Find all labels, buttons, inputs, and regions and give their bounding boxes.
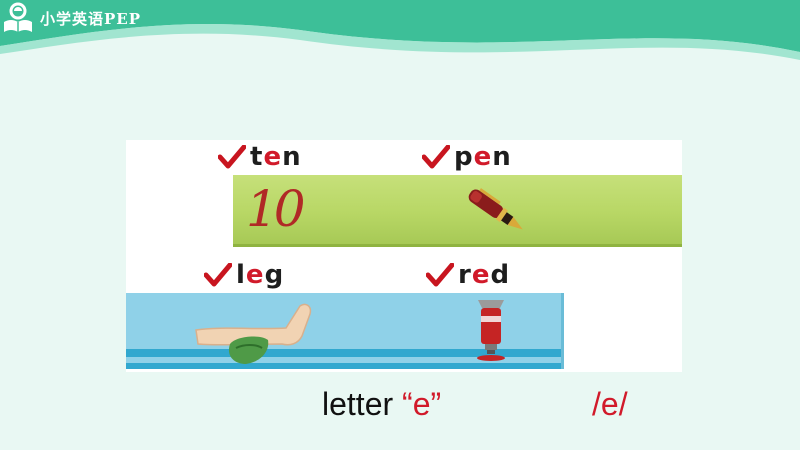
- caption-text: letter: [322, 386, 403, 422]
- caption-letter: “e”: [402, 386, 442, 422]
- word-pen-prefix: p: [454, 142, 474, 172]
- word-red-vowel: e: [471, 260, 491, 290]
- word-leg-suffix: g: [264, 260, 285, 290]
- word-leg-vowel: e: [245, 260, 265, 290]
- checkmark-icon: [422, 145, 450, 169]
- brand-title: 小学英语PEP: [40, 10, 141, 28]
- book-logo-icon: [4, 2, 32, 32]
- letter-caption: letter “e”: [322, 386, 441, 423]
- word-ten-prefix: t: [250, 142, 264, 172]
- header-wave: [0, 0, 800, 60]
- checkmark-icon: [204, 263, 232, 287]
- green-strip: [233, 175, 682, 247]
- word-ten-suffix: n: [282, 142, 302, 172]
- word-red-prefix: r: [458, 260, 472, 290]
- word-leg-prefix: l: [236, 260, 246, 290]
- number-ten-picture: 10: [246, 180, 306, 238]
- word-pen-vowel: e: [473, 142, 493, 172]
- fountain-pen-icon: [468, 188, 523, 230]
- paint-tube-icon: [477, 300, 505, 361]
- checkmark-icon: [218, 145, 246, 169]
- header-banner: 小学英语PEP: [0, 0, 800, 70]
- checkmark-icon: [426, 263, 454, 287]
- leg-icon: [195, 303, 312, 364]
- word-pen-suffix: n: [492, 142, 512, 172]
- word-ten-vowel: e: [263, 142, 283, 172]
- word-red-suffix: d: [490, 260, 511, 290]
- phoneme-label: /e/: [592, 386, 628, 422]
